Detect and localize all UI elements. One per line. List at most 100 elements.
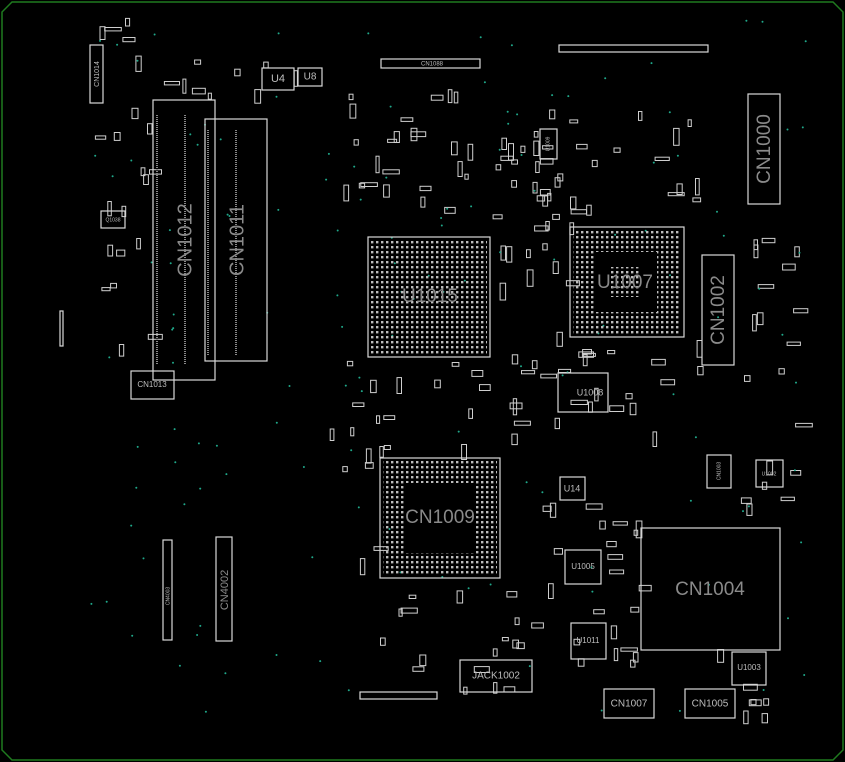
passive-pad <box>194 59 202 65</box>
component-cn1004[interactable]: CN1004 <box>640 527 781 651</box>
component-cn1009[interactable]: CN1009 <box>379 457 501 579</box>
passive-pad <box>430 94 444 101</box>
component-cn4003[interactable]: CN4003 <box>162 539 173 641</box>
passive-pad <box>457 161 463 178</box>
passive-pad <box>549 502 557 518</box>
passive-pad <box>463 686 468 695</box>
component-cn1005[interactable]: CN1005 <box>684 688 736 719</box>
via <box>708 583 710 586</box>
passive-pad <box>492 214 503 220</box>
passive-pad <box>696 340 703 358</box>
component-cn1011[interactable]: CN1011 <box>204 118 268 362</box>
passive-pad <box>234 68 241 77</box>
passive-pad <box>456 590 464 604</box>
component-cn1000[interactable]: CN1000 <box>747 93 781 205</box>
component-cn1012[interactable]: CN1012 <box>152 99 216 381</box>
passive-pad <box>526 269 534 287</box>
passive-pad <box>743 683 758 691</box>
passive-pad <box>520 145 526 153</box>
via <box>116 43 119 46</box>
via <box>130 524 133 527</box>
via <box>153 33 156 36</box>
via <box>385 176 388 179</box>
component-u1009[interactable]: U1009 <box>539 128 558 160</box>
component-cn1007[interactable]: CN1007 <box>603 688 655 719</box>
component-jack1002[interactable]: JACK1002 <box>459 659 533 693</box>
passive-pad <box>263 61 269 69</box>
via <box>489 583 492 586</box>
component-u1011[interactable]: U1011 <box>570 622 607 660</box>
via <box>590 566 593 569</box>
via <box>199 487 202 490</box>
via <box>197 442 200 445</box>
passive-pad <box>113 132 121 141</box>
passive-pad <box>493 682 498 694</box>
label-cn1014: CN1014 <box>94 61 101 87</box>
component-q1038[interactable]: Q1038 <box>100 210 126 229</box>
passive-pad <box>635 520 643 539</box>
via <box>516 113 519 116</box>
passive-pad <box>122 37 136 43</box>
component-u1008[interactable]: U1008 <box>557 372 609 413</box>
via <box>747 505 750 508</box>
passive-pad <box>509 402 523 410</box>
passive-pad <box>748 699 762 707</box>
via <box>183 503 186 506</box>
via <box>169 262 172 265</box>
via <box>173 428 176 431</box>
passive-pad <box>581 352 596 357</box>
passive-pad <box>613 648 619 662</box>
component-cn1088[interactable]: CN1088 <box>380 58 481 69</box>
component-u1002[interactable]: U1002 <box>755 459 784 488</box>
passive-pad <box>352 402 365 407</box>
via <box>689 499 692 502</box>
passive-pad <box>667 192 685 197</box>
label-u1005: U1005 <box>571 562 595 571</box>
component-cn1002[interactable]: CN1002 <box>701 254 735 366</box>
passive-pad <box>539 189 551 196</box>
component-u1003[interactable]: U1003 <box>731 651 767 686</box>
via <box>717 316 720 319</box>
via <box>353 165 356 168</box>
component-cn1013[interactable]: CN1013 <box>130 370 175 400</box>
via <box>215 444 218 447</box>
via <box>793 469 796 472</box>
passive-pad <box>743 710 749 725</box>
component-u1005[interactable]: U1005 <box>564 549 602 585</box>
via <box>171 328 174 331</box>
passive-pad <box>506 591 518 598</box>
passive-pad <box>500 245 506 261</box>
passive-pad <box>593 609 605 615</box>
via <box>479 36 482 39</box>
via <box>528 665 531 668</box>
passive-pad <box>254 89 262 104</box>
via <box>446 207 449 210</box>
component-u1007[interactable]: U1007 <box>569 226 685 338</box>
via <box>196 143 199 146</box>
via <box>199 624 202 627</box>
via <box>105 600 108 603</box>
component-u8[interactable]: U8 <box>297 67 323 87</box>
component-cn1003[interactable]: CN1003 <box>706 454 732 489</box>
via <box>357 506 360 509</box>
component-u4[interactable]: U4 <box>261 67 295 91</box>
via <box>652 161 655 164</box>
via <box>172 327 175 330</box>
small-components <box>94 17 813 725</box>
passive-pad <box>516 642 525 650</box>
label-cn1004: CN1004 <box>675 579 745 600</box>
component-bottom-connector[interactable] <box>359 691 438 700</box>
component-u1015[interactable]: U1015 <box>367 236 491 358</box>
via <box>483 81 486 84</box>
component-cn1014[interactable]: CN1014 <box>89 44 104 104</box>
component-top-connector[interactable] <box>558 44 709 53</box>
passive-pad <box>349 103 357 119</box>
passive-pad <box>410 131 427 138</box>
passive-pad <box>553 548 563 555</box>
passive-pad <box>479 384 491 392</box>
component-u14[interactable]: U14 <box>559 476 586 501</box>
component-cn4002[interactable]: CN4002 <box>215 536 233 642</box>
via <box>604 77 607 80</box>
label-cn1011: CN1011 <box>226 204 248 276</box>
passive-pad <box>495 164 502 171</box>
